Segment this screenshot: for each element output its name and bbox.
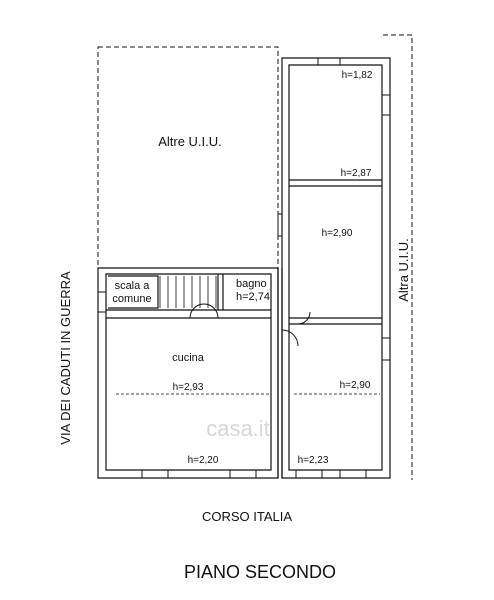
wall-right-lower <box>289 317 382 325</box>
window-left <box>97 291 107 313</box>
wall-bathroom <box>217 274 224 310</box>
label-via: VIA DEI CADUTI IN GUERRA <box>58 271 73 445</box>
window-top <box>317 57 341 66</box>
right-block-outer <box>281 57 391 479</box>
label-h-290-right: h=2,90 <box>340 380 371 391</box>
walls <box>97 57 391 479</box>
label-altra-uiu: Altra U.I.U. <box>396 238 411 302</box>
label-h-182: h=1,82 <box>342 70 373 81</box>
label-cucina: cucina <box>172 352 205 364</box>
wall-center <box>277 268 283 478</box>
label-piano: PIANO SECONDO <box>184 562 336 582</box>
label-corso: CORSO ITALIA <box>202 509 292 524</box>
label-h-220: h=2,20 <box>188 455 219 466</box>
window-bottom-3 <box>295 469 323 479</box>
neighbour-boundaries <box>97 34 413 480</box>
label-h-293: h=2,93 <box>173 382 204 393</box>
door-arc-right-2 <box>297 311 311 325</box>
stair-box <box>108 275 159 309</box>
door-arc-kitchen <box>189 303 219 319</box>
label-h-287: h=2,87 <box>341 168 372 179</box>
window-bottom-2 <box>229 469 257 479</box>
window-right-lower <box>381 337 391 361</box>
wall-right-upper <box>289 179 382 187</box>
label-scala-1: scala a <box>115 280 151 292</box>
openings <box>97 57 391 479</box>
wall-band <box>106 309 271 319</box>
window-bottom-4 <box>339 469 367 479</box>
label-altre-uiu: Altre U.I.U. <box>158 134 222 149</box>
label-bagno-h: h=2,74 <box>236 291 270 303</box>
left-block-inner <box>105 273 272 471</box>
right-block-inner <box>288 64 383 471</box>
stair-treads <box>159 276 217 308</box>
window-right-upper <box>381 94 391 116</box>
altra-uiu-boundary <box>383 34 413 480</box>
watermark: casa.it <box>206 416 270 441</box>
door-center <box>277 213 283 237</box>
altre-uiu-boundary <box>97 46 279 269</box>
window-bottom-1 <box>141 469 169 479</box>
label-bagno: bagno <box>236 278 267 290</box>
label-scala-2: comune <box>112 293 151 305</box>
label-h-223: h=2,23 <box>298 455 329 466</box>
label-h-290-top: h=2,90 <box>322 228 353 239</box>
door-arc-right <box>281 329 299 347</box>
